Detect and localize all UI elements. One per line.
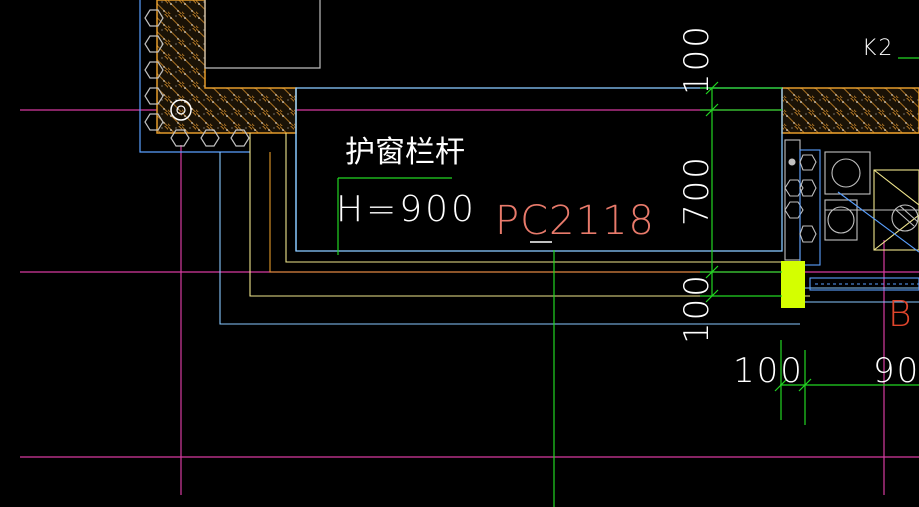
dim-horiz-right: 90 — [873, 351, 919, 391]
right-column-detail — [784, 139, 919, 291]
window-opening — [219, 87, 919, 325]
dim-bottom: 100 — [677, 273, 717, 344]
highlight-block — [781, 261, 805, 308]
window-tag: PC2118 — [495, 198, 655, 244]
left-wall — [139, 0, 321, 153]
column-tag: K2 — [862, 36, 894, 61]
right-wall — [781, 87, 919, 134]
rebar-circle-icon — [170, 99, 192, 121]
axis-tag: B — [888, 294, 912, 335]
dim-horiz-left: 100 — [733, 351, 804, 391]
dim-top: 100 — [677, 24, 717, 95]
railing-height: H=900 — [336, 189, 477, 230]
dim-middle: 700 — [677, 155, 717, 226]
dimension-lines — [337, 57, 919, 507]
railing-label: 护窗栏杆 — [345, 135, 465, 170]
